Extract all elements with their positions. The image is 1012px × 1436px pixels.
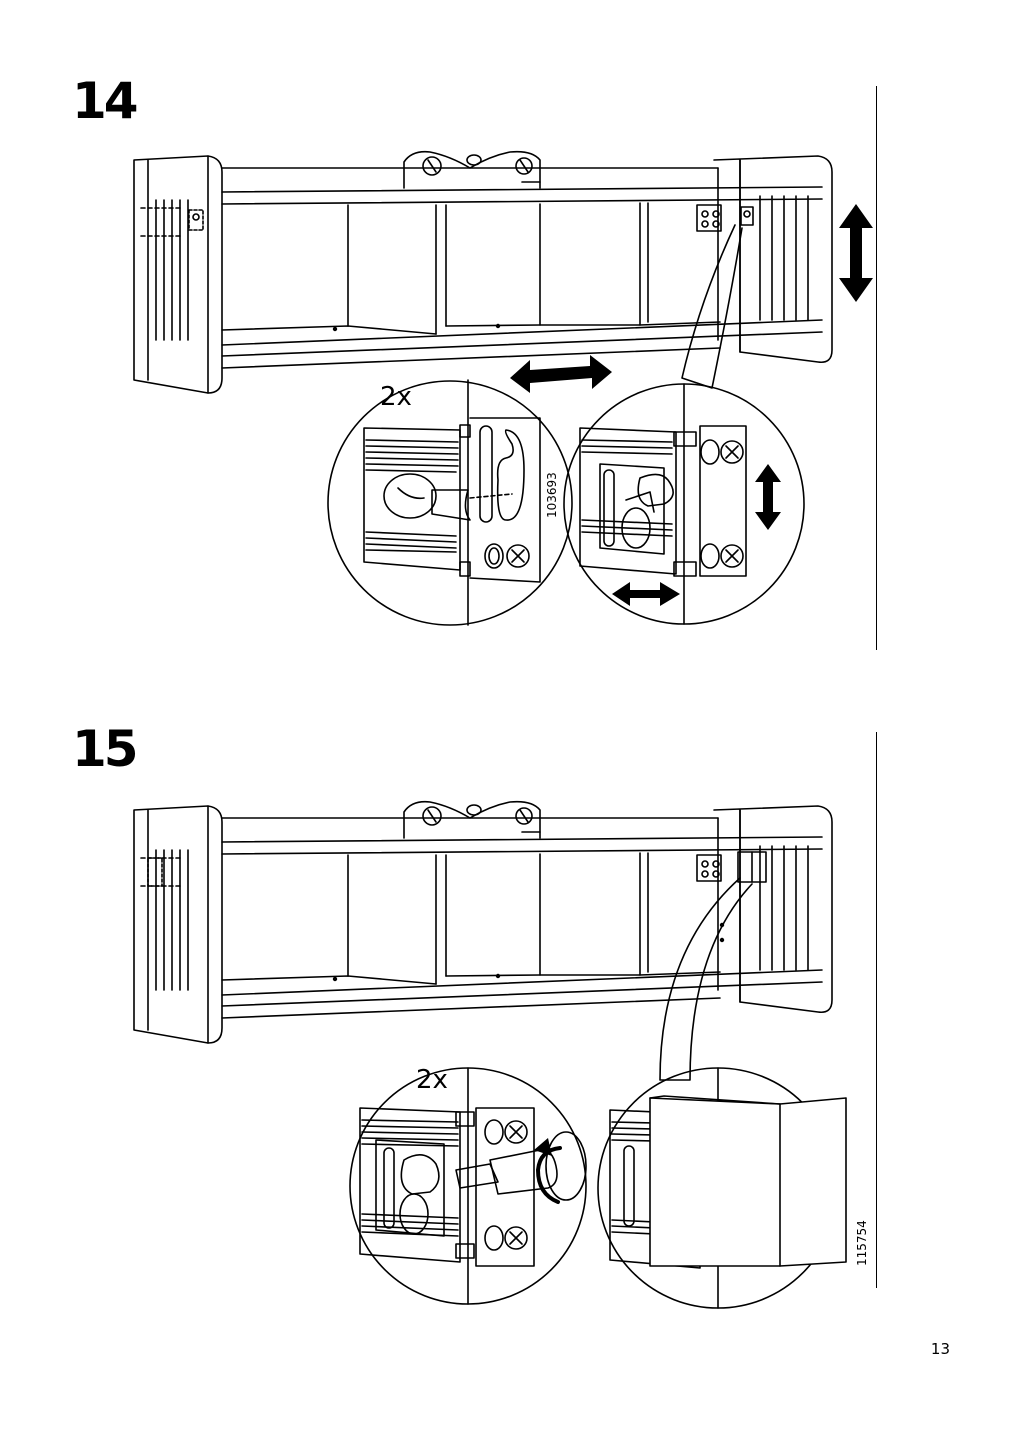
step-15-number: 15: [72, 720, 139, 778]
step-14-detail-left: [327, 379, 573, 626]
double-arrow-vertical-icon: [839, 204, 873, 302]
step-15-leader-line: [659, 877, 753, 1081]
step-15-detail-left: [349, 1067, 587, 1305]
step-15-shelf-illustration: [133, 800, 833, 1044]
step-14-part-number: 103693: [545, 472, 559, 518]
step-14-number: 14: [72, 72, 139, 130]
rotate-arrow-icon: [534, 1138, 562, 1204]
step-14-separator: [876, 86, 877, 650]
double-arrow-horizontal-icon: [612, 582, 680, 606]
step-14-quantity-label: 2x: [380, 382, 412, 412]
step-15-separator: [876, 732, 877, 1288]
step-14-shelf-illustration: [133, 150, 833, 394]
page-number: 13: [930, 1340, 950, 1358]
step-14-detail-right: [563, 383, 805, 625]
step-15-quantity-label: 2x: [416, 1065, 448, 1095]
step-15-detail-right: [597, 1067, 847, 1309]
step-14-leader-line: [681, 224, 743, 389]
double-arrow-horizontal-icon: [510, 355, 612, 393]
double-arrow-vertical-icon: [755, 464, 781, 530]
step-15-part-number: 115754: [855, 1220, 869, 1266]
